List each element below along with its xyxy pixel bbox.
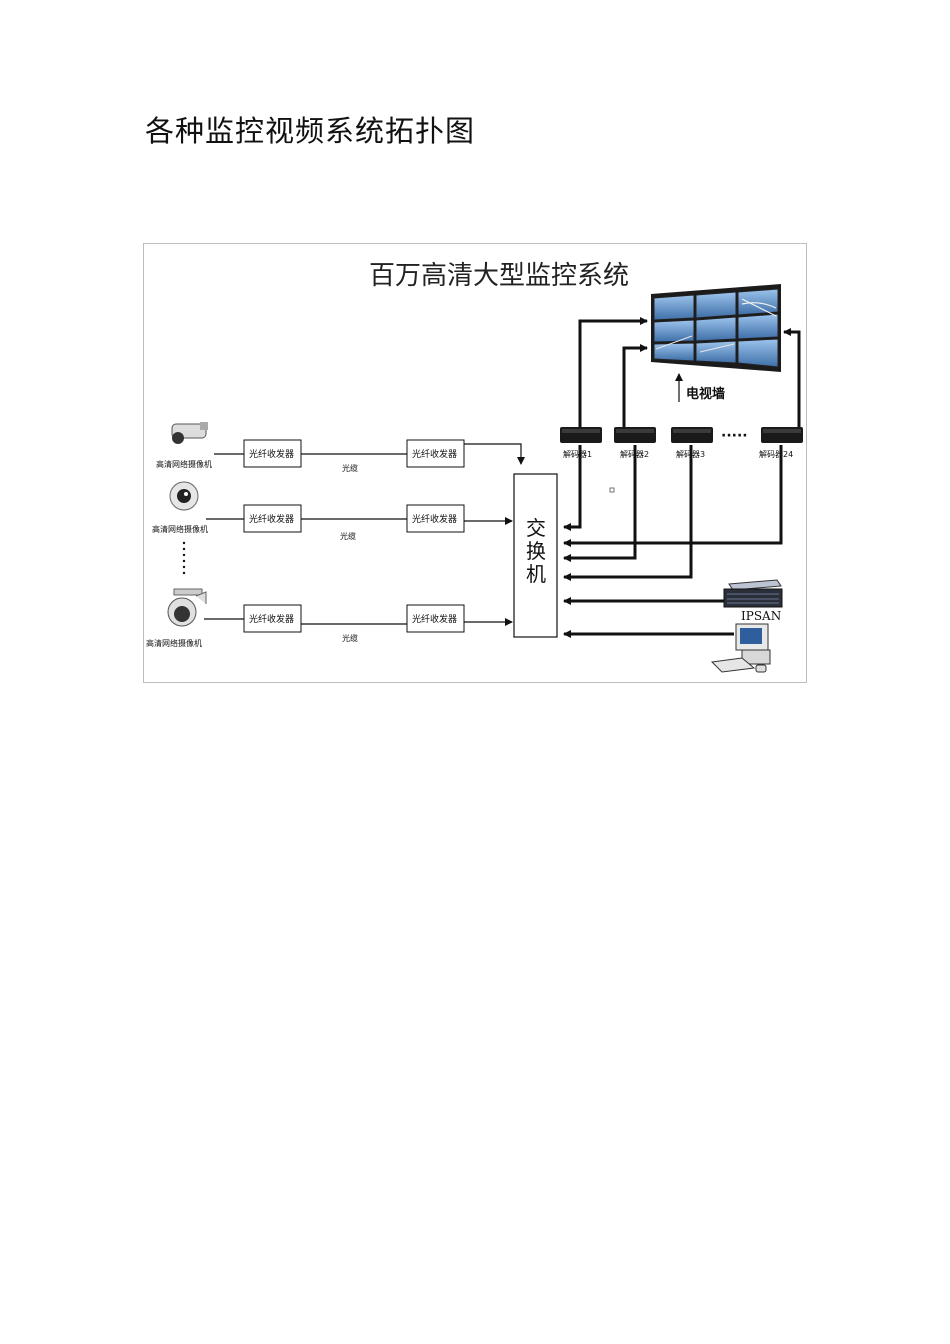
topology-diagram: 百万高清大型监控系统 电视墙 高清网络摄像机 高清网络摄像机 xyxy=(146,261,803,673)
transceiver-1b-label: 光纤收发器 xyxy=(412,448,457,460)
decoder-24 xyxy=(761,427,803,443)
transceiver-2b xyxy=(406,504,465,533)
camera-bullet-icon xyxy=(171,422,208,444)
camera-ptz-icon xyxy=(167,588,207,627)
ipsan-label: IPSAN xyxy=(741,609,781,623)
transceiver-3b xyxy=(406,604,465,633)
transceiver-1a-label: 光纤收发器 xyxy=(249,448,294,460)
transceiver-1a xyxy=(243,439,302,468)
diagram-title: 百万高清大型监控系统 xyxy=(369,261,629,291)
workstation-computer-icon xyxy=(710,623,771,673)
decoder-2 xyxy=(614,427,656,443)
switch-label-char-2: 换 xyxy=(526,539,546,563)
transceiver-3a xyxy=(243,604,302,633)
decoder-3 xyxy=(671,427,713,443)
fiber-label-1: 光缆 xyxy=(342,463,358,473)
page-heading: 各种监控视频系统拓扑图 xyxy=(145,114,476,148)
ipsan-storage xyxy=(723,579,783,608)
camera-ellipsis xyxy=(182,541,186,575)
decoder-1 xyxy=(560,427,602,443)
switch-label-char-3: 机 xyxy=(526,562,546,586)
camera-label-3: 高清网络摄像机 xyxy=(146,638,202,648)
camera-label-1: 高清网络摄像机 xyxy=(156,459,212,469)
fiber-label-3: 光缆 xyxy=(342,633,358,643)
topology-figure: 百万高清大型监控系统 电视墙 高清网络摄像机 高清网络摄像机 xyxy=(143,243,807,683)
transceiver-2a xyxy=(243,504,302,533)
tv-wall-label: 电视墙 xyxy=(686,386,725,402)
decoder-ellipsis: ····· xyxy=(721,428,748,444)
camera-label-2: 高清网络摄像机 xyxy=(152,524,208,534)
transceiver-1b xyxy=(406,439,465,468)
network-switch xyxy=(513,473,558,638)
switch-label-char-1: 交 xyxy=(526,516,546,540)
transceiver-2b-label: 光纤收发器 xyxy=(412,513,457,525)
tv-wall xyxy=(651,284,781,372)
decoder-label-24: 解码器24 xyxy=(759,449,793,459)
transceiver-3b-label: 光纤收发器 xyxy=(412,613,457,625)
decoder-label-1: 解码器1 xyxy=(563,449,592,459)
transceiver-2a-label: 光纤收发器 xyxy=(249,513,294,525)
camera-dome-icon xyxy=(169,481,199,511)
fiber-label-2: 光缆 xyxy=(340,531,356,541)
transceiver-3a-label: 光纤收发器 xyxy=(249,613,294,625)
